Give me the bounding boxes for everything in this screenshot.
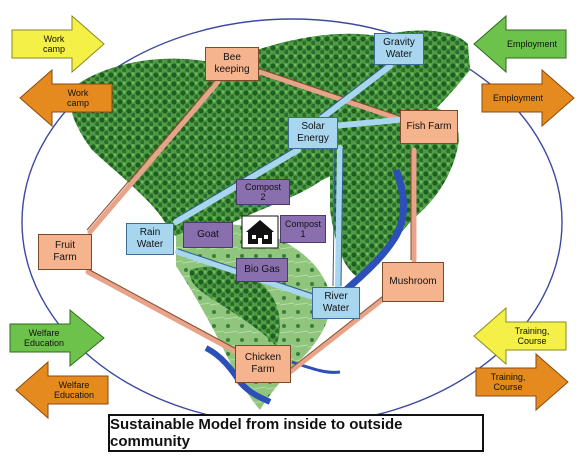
forest-area-right <box>330 102 459 276</box>
welfare-education-out-arrow <box>15 360 109 420</box>
welfare-education-in-arrow <box>9 308 105 368</box>
gravity-water-node: Gravity Water <box>374 33 424 65</box>
employment-out-label: Employment <box>492 93 544 103</box>
solar-energy-node: Solar Energy <box>288 117 338 149</box>
work-camp-out-label: Work camp <box>66 88 89 108</box>
bee-keeping-node: Bee keeping <box>205 47 259 81</box>
rain-water-node: Rain Water <box>126 223 174 255</box>
diagram-title: Sustainable Model from inside to outside… <box>108 414 484 452</box>
orange-link-outline <box>86 68 412 370</box>
employment-in-arrow <box>473 14 567 74</box>
river-water-node: River Water <box>312 287 360 319</box>
work-camp-in-arrow <box>11 14 105 74</box>
work-camp-out-arrow <box>19 68 113 128</box>
fruit-farm-node: Fruit Farm <box>38 234 92 270</box>
employment-out-arrow <box>481 68 575 128</box>
goat-node: Goat <box>183 222 233 248</box>
employment-in-label: Employment <box>506 39 558 49</box>
house-icon <box>241 215 279 249</box>
work-camp-in-label: Work camp <box>42 34 65 54</box>
forest-area-lower <box>189 266 280 346</box>
bio-gas-node: Bio Gas <box>236 258 288 282</box>
welfare-education-out-label: Welfare Education <box>53 380 95 400</box>
training-course-out-label: Training, Course <box>490 372 526 392</box>
mushroom-node: Mushroom <box>382 262 444 302</box>
compost-1-node: Compost 1 <box>280 215 326 243</box>
river <box>343 168 408 293</box>
chicken-farm-node: Chicken Farm <box>235 345 291 383</box>
training-course-in-arrow <box>473 306 567 366</box>
orange-links <box>85 69 417 375</box>
welfare-education-in-label: Welfare Education <box>23 328 65 348</box>
training-course-out-arrow <box>475 352 569 412</box>
fish-farm-node: Fish Farm <box>400 110 458 144</box>
compost-2-node: Compost 2 <box>236 179 290 205</box>
training-course-in-label: Training, Course <box>514 326 550 346</box>
blue-link-outline <box>173 62 389 296</box>
